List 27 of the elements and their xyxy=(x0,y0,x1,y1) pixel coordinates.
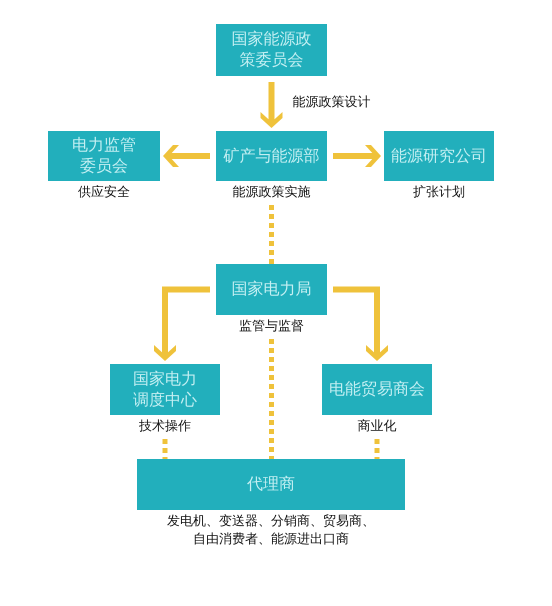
node-label: 矿产与能源部 xyxy=(224,146,320,166)
process-box xyxy=(384,131,494,181)
process-box xyxy=(216,264,327,315)
node-label: 电能贸易商会 xyxy=(329,379,425,400)
process-box xyxy=(137,459,405,510)
dotted-line xyxy=(162,439,168,459)
node-caption: 监管与监督 xyxy=(239,318,304,336)
process-box xyxy=(216,131,327,181)
node-label: 能源研究公司 xyxy=(391,146,487,166)
process-box xyxy=(216,24,327,76)
node-label: 国家电力局 xyxy=(232,279,312,300)
node-caption: 技术操作 xyxy=(139,418,191,436)
dotted-line xyxy=(269,205,274,264)
process-box xyxy=(48,131,160,181)
node-caption: 供应安全 xyxy=(78,184,130,202)
node-label: 国家电力调度中心 xyxy=(132,368,198,410)
node-label: 电力监管委员会 xyxy=(71,135,137,177)
node-label: 国家能源政策委员会 xyxy=(230,29,312,71)
process-box xyxy=(322,364,432,415)
dotted-line xyxy=(374,439,380,459)
node-caption: 扩张计划 xyxy=(413,184,465,202)
node-caption: 能源政策实施 xyxy=(232,184,310,202)
node-caption: 商业化 xyxy=(358,418,396,436)
node-label: 代理商 xyxy=(247,474,295,495)
node-caption: 发电机、变送器、分销商、贸易商、自由消费者、能源进出口商 xyxy=(166,513,376,549)
dotted-line xyxy=(269,339,274,459)
process-box xyxy=(110,364,220,415)
